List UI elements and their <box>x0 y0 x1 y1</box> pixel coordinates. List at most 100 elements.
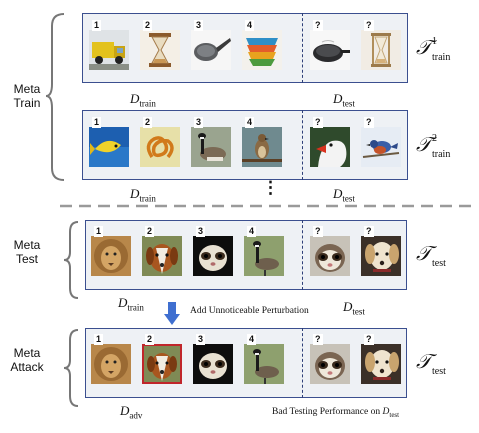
meta-train-text: Meta Train <box>13 82 41 110</box>
bad-performance-caption: Bad Testing Performance on Dtest <box>272 407 399 419</box>
d-test-label: Dtest <box>333 187 355 206</box>
meta-test-text: Meta Test <box>13 238 41 266</box>
support-number: 1 <box>92 117 102 128</box>
d-symbol: D <box>333 186 343 201</box>
meta-train-label: Meta Train <box>6 82 48 110</box>
tau-subscript: test <box>432 366 446 377</box>
support-number: 1 <box>92 20 102 31</box>
tau-symbol: 𝒯 <box>416 243 432 265</box>
lion-image <box>91 236 131 276</box>
meta-attack-text: Meta Attack <box>10 346 44 374</box>
ferret-image <box>193 236 233 276</box>
query-mark: ? <box>313 334 323 345</box>
d-symbol: D <box>343 299 353 314</box>
query-dog-image <box>361 236 401 276</box>
query-mark: ? <box>364 117 374 128</box>
query-mark: ? <box>364 20 374 31</box>
query-goose-image <box>310 127 350 167</box>
query-mark: ? <box>313 20 323 31</box>
d-symbol: D <box>333 91 343 106</box>
support-number: 3 <box>194 117 204 128</box>
test-subscript: test <box>389 410 400 419</box>
meta-attack-brace <box>63 329 79 407</box>
meta-test-label: Meta Test <box>6 238 48 266</box>
bowls-image <box>242 30 282 70</box>
d-symbol: D <box>382 407 390 417</box>
tau-symbol: 𝒯 <box>416 37 432 59</box>
query-bird-image <box>361 127 401 167</box>
d-test-label: Dtest <box>343 300 365 319</box>
task-attack-split <box>302 328 303 398</box>
tau-subscript: train <box>432 52 451 63</box>
support-number: 2 <box>145 226 155 237</box>
pretzel-image <box>140 127 180 167</box>
test-subscript: test <box>342 98 355 109</box>
d-train-label: Dtrain <box>130 187 156 206</box>
support-number: 3 <box>196 226 206 237</box>
query-hourglass-image <box>361 30 401 70</box>
hourglass-image <box>140 30 180 70</box>
perturbed-dog-image <box>142 344 182 384</box>
bad-performance-text: Bad Testing Performance on <box>272 407 381 417</box>
support-number: 1 <box>94 226 104 237</box>
query-ferret-image <box>310 344 350 384</box>
tau-symbol: 𝒯 <box>416 134 432 156</box>
task-train1-split <box>302 13 303 83</box>
support-number: 2 <box>143 117 153 128</box>
meta-test-brace <box>63 221 79 299</box>
perturbation-arrow <box>164 302 180 325</box>
query-frying-pan-image <box>310 30 350 70</box>
support-number: 3 <box>196 334 206 345</box>
query-dog-image <box>361 344 401 384</box>
task-attack-symbol: 𝒯 test <box>416 351 446 377</box>
task-train1-symbol: 𝒯 1 train <box>416 36 450 63</box>
d-adv-label: Dadv <box>120 404 142 423</box>
perturbation-caption: Add Unnoticeable Perturbation <box>190 306 309 316</box>
adv-subscript: adv <box>129 410 143 421</box>
ferret-image <box>193 344 233 384</box>
test-subscript: test <box>342 193 355 204</box>
support-number: 1 <box>94 334 104 345</box>
yellow-fish-image <box>89 127 129 167</box>
tau-superscript: 1 <box>432 36 437 47</box>
train-subscript: train <box>127 302 144 313</box>
train-subscript: train <box>139 193 156 204</box>
query-mark: ? <box>313 226 323 237</box>
goose-image <box>191 127 231 167</box>
frying-pan-image <box>191 30 231 70</box>
tau-subscript: train <box>432 149 451 160</box>
tau-subscript: test <box>432 258 446 269</box>
goose-image <box>244 344 284 384</box>
d-symbol: D <box>120 403 130 418</box>
support-number: 4 <box>247 226 257 237</box>
query-mark: ? <box>364 334 374 345</box>
task-train2-split <box>302 110 303 180</box>
meta-train-brace <box>45 13 65 181</box>
query-mark: ? <box>313 117 323 128</box>
d-symbol: D <box>130 186 140 201</box>
d-train-label: Dtrain <box>118 296 144 315</box>
d-symbol: D <box>118 295 128 310</box>
task-test-split <box>302 220 303 290</box>
query-mark: ? <box>364 226 374 237</box>
tau-superscript: 2 <box>432 133 437 144</box>
task-train2-symbol: 𝒯 2 train <box>416 133 450 160</box>
task-test-symbol: 𝒯 test <box>416 243 446 269</box>
d-test-label: Dtest <box>333 92 355 111</box>
ellipsis: ⋮ <box>262 178 279 197</box>
d-symbol: D <box>130 91 140 106</box>
tau-symbol: 𝒯 <box>416 351 432 373</box>
goose-image <box>244 236 284 276</box>
d-train-label: Dtrain <box>130 92 156 111</box>
garbage-truck-image <box>89 30 129 70</box>
support-number: 4 <box>247 334 257 345</box>
dog-image <box>142 236 182 276</box>
lion-image <box>91 344 131 384</box>
train-subscript: train <box>139 98 156 109</box>
test-subscript: test <box>352 306 365 317</box>
meta-attack-label: Meta Attack <box>4 346 50 374</box>
support-number: 3 <box>194 20 204 31</box>
support-number: 2 <box>143 20 153 31</box>
section-divider <box>60 204 475 208</box>
support-number: 2 <box>145 334 155 345</box>
